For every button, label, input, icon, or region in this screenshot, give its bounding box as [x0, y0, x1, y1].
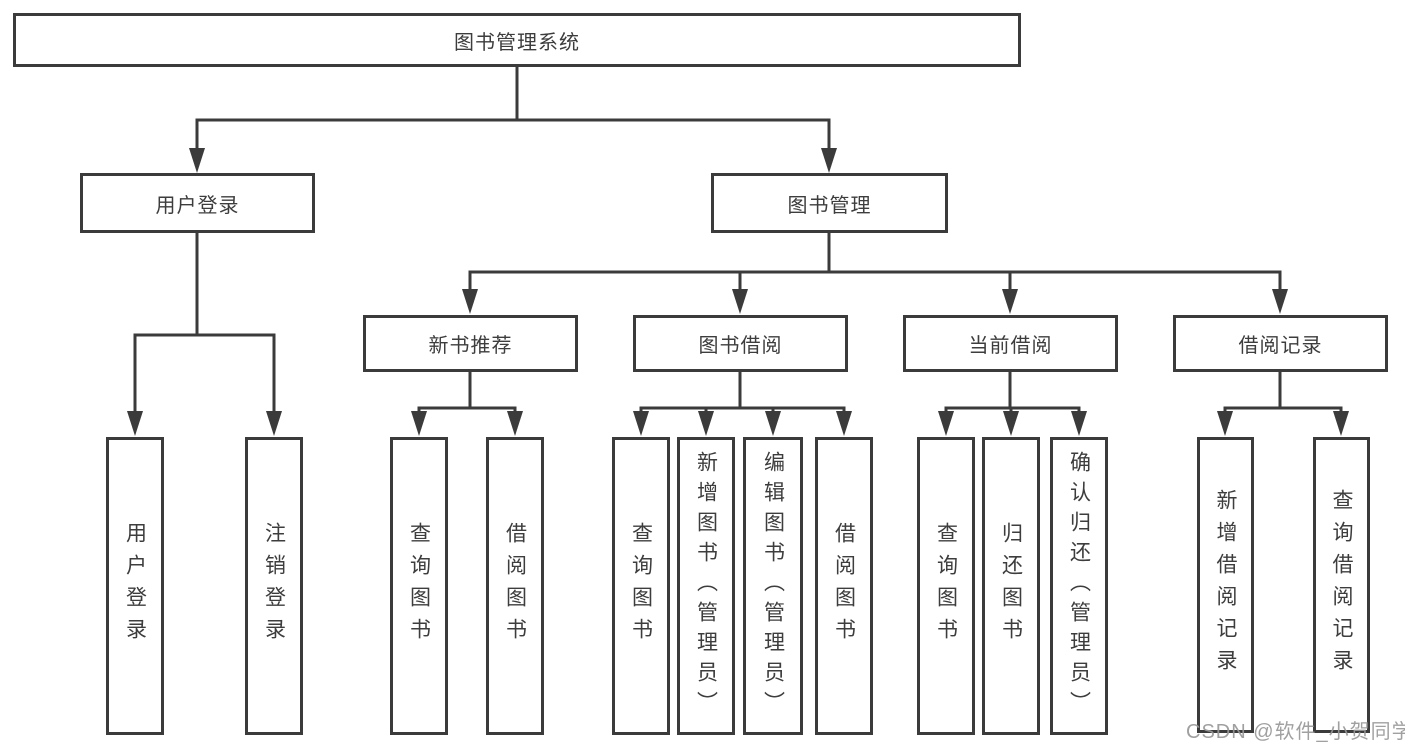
node-label: 图书管理 [787, 194, 872, 217]
leaf-query-books-1: 查询图书 [390, 437, 448, 735]
node-label: 用户登录 [123, 522, 147, 650]
leaf-borrow-books-1: 借阅图书 [486, 437, 544, 735]
node-label: 新增图书（管理员） [694, 451, 718, 721]
node-current-borrowing: 当前借阅 [903, 315, 1118, 372]
csdn-watermark: CSDN @软件_小贺同学 [1186, 721, 1405, 743]
leaf-logout: 注销登录 [245, 437, 303, 735]
node-label: 借阅图书 [832, 522, 856, 650]
node-label: 查询图书 [407, 522, 431, 650]
leaf-confirm-return-admin: 确认归还（管理员） [1050, 437, 1108, 735]
node-label: 新书推荐 [428, 335, 513, 357]
node-borrow-records: 借阅记录 [1173, 315, 1388, 372]
leaf-query-books-2: 查询图书 [612, 437, 670, 735]
node-root-system: 图书管理系统 [13, 13, 1021, 67]
leaf-return-books: 归还图书 [982, 437, 1040, 735]
node-label: 图书借阅 [698, 335, 783, 357]
node-label: 借阅图书 [503, 522, 527, 650]
node-label: 编辑图书（管理员） [761, 451, 785, 721]
leaf-add-books-admin: 新增图书（管理员） [677, 437, 735, 735]
leaf-edit-books-admin: 编辑图书（管理员） [743, 437, 803, 735]
node-label: 借阅记录 [1238, 335, 1323, 357]
leaf-user-login: 用户登录 [106, 437, 164, 735]
node-label: 注销登录 [262, 522, 286, 650]
node-new-book-recommend: 新书推荐 [363, 315, 578, 372]
node-label: 归还图书 [999, 522, 1023, 650]
leaf-add-borrow-record: 新增借阅记录 [1197, 437, 1254, 733]
node-label: 图书管理系统 [454, 31, 580, 54]
node-book-borrowing: 图书借阅 [633, 315, 848, 372]
node-label: 查询图书 [629, 522, 653, 650]
node-user-login: 用户登录 [80, 173, 315, 233]
node-label: 新增借阅记录 [1214, 489, 1237, 681]
leaf-query-books-3: 查询图书 [917, 437, 975, 735]
node-label: 查询借阅记录 [1330, 489, 1353, 681]
node-book-management: 图书管理 [711, 173, 948, 233]
node-label: 确认归还（管理员） [1067, 451, 1091, 721]
node-label: 用户登录 [155, 194, 240, 217]
leaf-query-borrow-record: 查询借阅记录 [1313, 437, 1370, 733]
leaf-borrow-books-2: 借阅图书 [815, 437, 873, 735]
node-label: 当前借阅 [968, 335, 1053, 357]
node-label: 查询图书 [934, 522, 958, 650]
